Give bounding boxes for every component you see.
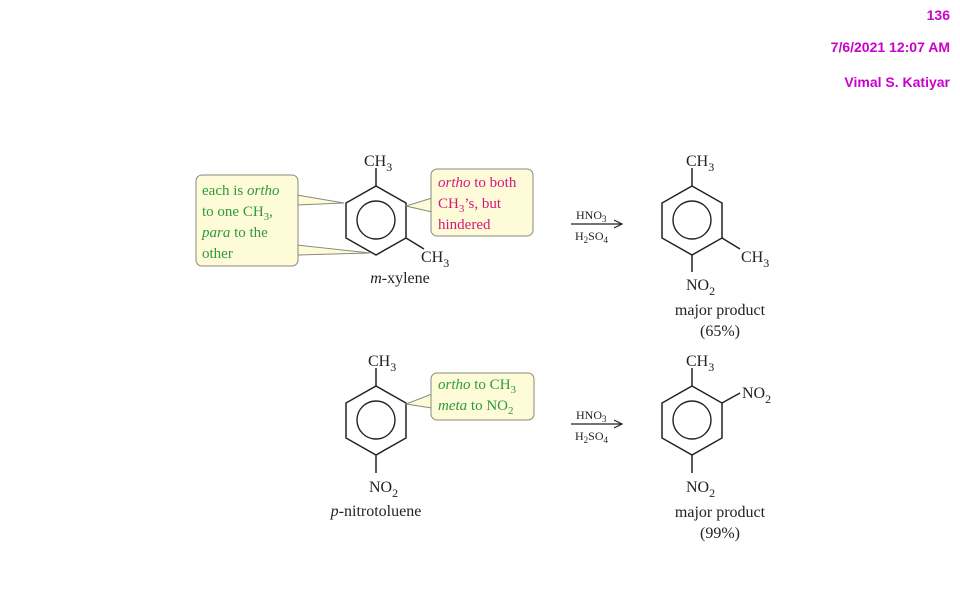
svg-text:H2SO4: H2SO4 [575, 429, 609, 445]
product-1-ch3-right: CH3 [741, 249, 769, 270]
p-nitrotoluene-name: p-nitrotoluene [330, 503, 422, 520]
m-xylene-ring [345, 185, 407, 256]
svg-text:meta to NO2: meta to NO2 [438, 398, 514, 417]
product-1-percent: (65%) [700, 323, 740, 340]
m-xylene-ch3-right: CH3 [421, 249, 449, 270]
svg-text:hindered: hindered [438, 217, 491, 233]
product-2-caption: major product [675, 504, 766, 521]
m-xylene-aromatic-circle [356, 200, 396, 240]
product-1-ring [661, 185, 723, 256]
product-1-structure: CH3 CH3 NO2 major product (65%) [661, 153, 769, 340]
m-xylene-name: m-xylene [370, 270, 430, 287]
svg-text:para to the: para to the [201, 225, 268, 241]
m-xylene-structure: CH3 CH3 m-xylene [345, 153, 449, 287]
svg-text:HNO3: HNO3 [576, 408, 607, 424]
m-xylene-ch3-top: CH3 [364, 153, 392, 174]
product-2-no2-right: NO2 [742, 385, 771, 406]
svg-text:H2SO4: H2SO4 [575, 229, 609, 245]
svg-text:to one CH3,: to one CH3, [202, 204, 273, 223]
p-nitrotoluene-ring [345, 385, 407, 456]
svg-text:CH3’s, but: CH3’s, but [438, 196, 502, 215]
product-2-aromatic-circle [672, 400, 712, 440]
product-2-no2-bottom: NO2 [686, 479, 715, 500]
note-each-is-ortho: each is ortho to one CH3, para to the ot… [195, 174, 371, 267]
product-1-ch3-top: CH3 [686, 153, 714, 174]
p-nitrotoluene-structure: CH3 NO2 p-nitrotoluene [330, 353, 422, 520]
product-1-no2: NO2 [686, 277, 715, 298]
m-xylene-bond-right [405, 237, 425, 250]
page-number: 136 [926, 7, 950, 23]
reaction-arrow-1: HNO3 H2SO4 [571, 208, 624, 245]
p-nitrotoluene-aromatic-circle [356, 400, 396, 440]
p-nitrotoluene-ch3-top: CH3 [368, 353, 396, 374]
product-2-structure: CH3 NO2 NO2 major product (99%) [661, 353, 771, 542]
svg-text:ortho to CH3: ortho to CH3 [438, 377, 517, 396]
product-2-ring [661, 385, 723, 456]
svg-text:each is ortho: each is ortho [202, 183, 280, 199]
product-2-ch3-top: CH3 [686, 353, 714, 374]
note-ortho-to-ch3: ortho to CH3 meta to NO2 [404, 372, 535, 421]
product-1-aromatic-circle [672, 200, 712, 240]
svg-text:HNO3: HNO3 [576, 208, 607, 224]
reaction-arrow-2: HNO3 H2SO4 [571, 408, 624, 445]
header-datetime: 7/6/2021 12:07 AM [830, 39, 950, 55]
svg-text:ortho to both: ortho to both [438, 175, 517, 191]
svg-text:other: other [202, 246, 233, 262]
p-nitrotoluene-no2: NO2 [369, 479, 398, 500]
product-1-caption: major product [675, 302, 766, 319]
product-2-percent: (99%) [700, 525, 740, 542]
header-author: Vimal S. Katiyar [844, 74, 950, 90]
note-ortho-to-both: ortho to both CH3’s, but hindered [404, 168, 534, 237]
